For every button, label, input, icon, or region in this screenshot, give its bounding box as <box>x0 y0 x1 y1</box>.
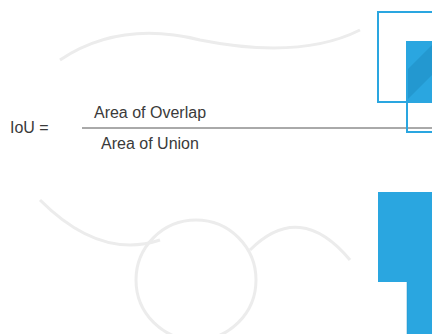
fraction-line <box>82 128 432 129</box>
watermark-emblem <box>40 30 360 334</box>
box-b-outline <box>407 42 432 132</box>
union-seam <box>407 282 408 334</box>
union-figure <box>378 192 432 334</box>
denominator: Area of Union <box>101 134 199 153</box>
formula-lhs: IoU = <box>10 118 49 137</box>
numerator: Area of Overlap <box>94 103 206 122</box>
box-a-outline <box>378 12 432 102</box>
overlap-figure <box>378 12 432 132</box>
overlap-region <box>407 42 432 102</box>
union-box-b <box>407 224 432 334</box>
overlap-shade <box>407 45 432 100</box>
